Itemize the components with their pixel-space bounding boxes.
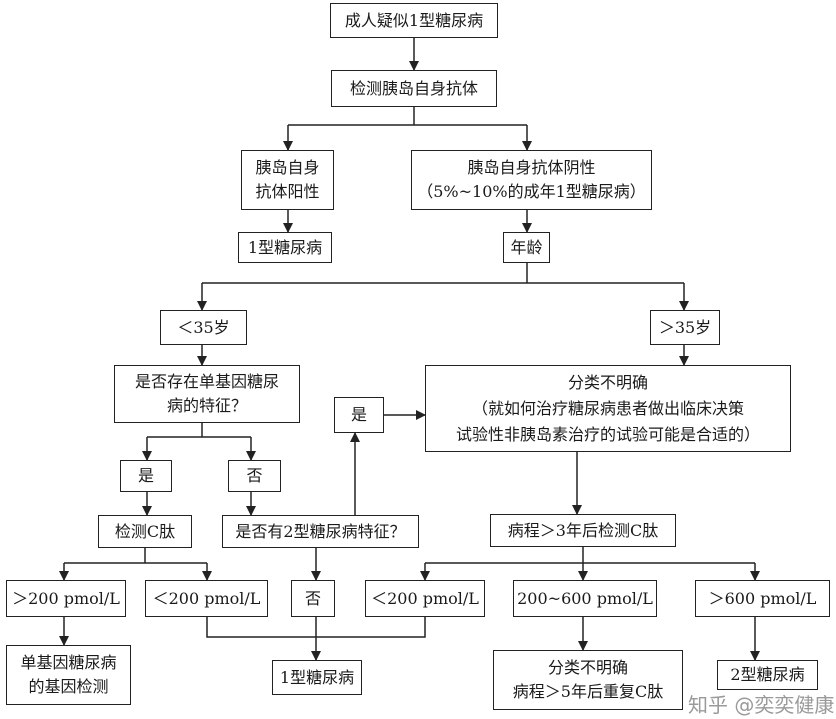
node-monogenic-question: 是否存在单基因糖尿病的特征？ bbox=[114, 365, 300, 423]
node-text: 成人疑似1型糖尿病 bbox=[344, 10, 484, 30]
node-text: 否 bbox=[246, 466, 263, 485]
node-text: 2型糖尿病 bbox=[730, 665, 805, 684]
node-t1d-a: 1型糖尿病 bbox=[238, 232, 332, 263]
node-text: 试验性非胰岛素治疗的试验可能是合适的） bbox=[455, 424, 760, 444]
node-age: 年龄 bbox=[503, 232, 550, 263]
node-text: 是否有2型糖尿病特征？ bbox=[235, 521, 406, 541]
node-text: （5%~10%的成年1型糖尿病） bbox=[417, 182, 646, 201]
node-text: ＜35岁 bbox=[177, 317, 230, 337]
node-lt200-a: ＜200 pmol/L bbox=[145, 580, 268, 617]
node-no-left: 否 bbox=[228, 460, 281, 492]
node-text: 1型糖尿病 bbox=[279, 667, 355, 687]
node-text: 200~600 pmol/L bbox=[517, 588, 653, 608]
node-no-mid: 否 bbox=[291, 580, 335, 617]
node-text: ＜200 pmol/L bbox=[152, 588, 261, 608]
node-monogenic-test: 单基因糖尿病的基因检测 bbox=[6, 645, 131, 705]
node-text: ＜200 pmol/L bbox=[371, 588, 479, 608]
node-text: 胰岛自身抗体阴性 bbox=[467, 158, 596, 177]
node-text: 否 bbox=[304, 588, 321, 608]
node-t2d: 2型糖尿病 bbox=[717, 660, 818, 690]
watermark: 知乎 @奕奕健康 bbox=[688, 693, 835, 717]
node-text: 检测C肽 bbox=[114, 521, 176, 541]
node-text: ＞200 pmol/L bbox=[12, 588, 120, 608]
node-text: 病程＞3年后检测C肽 bbox=[507, 520, 659, 540]
node-unclear-2: 分类不明确病程＞5年后重复C肽 bbox=[493, 650, 683, 710]
node-text: 分类不明确 bbox=[567, 372, 648, 392]
node-text: ＞600 pmol/L bbox=[708, 588, 817, 608]
node-age-gt35: ＞35岁 bbox=[650, 310, 720, 345]
node-t2d-question: 是否有2型糖尿病特征？ bbox=[222, 515, 419, 548]
node-text: 病程＞5年后重复C肽 bbox=[512, 682, 664, 701]
node-duration-3y: 病程＞3年后检测C肽 bbox=[490, 514, 676, 547]
node-text: 检测胰岛自身抗体 bbox=[349, 78, 478, 98]
node-antibody-positive: 胰岛自身抗体阳性 bbox=[241, 150, 334, 210]
node-yes-left: 是 bbox=[120, 460, 172, 492]
node-gt600: ＞600 pmol/L bbox=[695, 580, 830, 617]
node-test-antibody: 检测胰岛自身抗体 bbox=[331, 70, 497, 107]
node-lt200-b: ＜200 pmol/L bbox=[365, 580, 485, 617]
node-text: （就如何治疗糖尿病患者做出临床决策 bbox=[471, 398, 744, 418]
node-text: ＞35岁 bbox=[658, 317, 712, 337]
node-test-cpeptide: 检测C肽 bbox=[98, 515, 192, 548]
node-text: 是 bbox=[137, 466, 154, 485]
node-text: 年龄 bbox=[510, 237, 543, 257]
node-antibody-negative: 胰岛自身抗体阴性 （5%~10%的成年1型糖尿病） bbox=[411, 150, 652, 210]
node-text: 胰岛自身 bbox=[255, 158, 320, 177]
node-t1d-b: 1型糖尿病 bbox=[272, 660, 362, 695]
node-text: 抗体阳性 bbox=[255, 182, 320, 201]
node-text: 分类不明确 bbox=[547, 658, 628, 677]
node-text: 的基因检测 bbox=[28, 677, 109, 696]
node-text: 是 bbox=[350, 405, 367, 424]
node-gt200: ＞200 pmol/L bbox=[6, 580, 126, 617]
node-start: 成人疑似1型糖尿病 bbox=[330, 3, 498, 38]
node-unclear: 分类不明确 （就如何治疗糖尿病患者做出临床决策试验性非胰岛素治疗的试验可能是合适的… bbox=[425, 365, 791, 452]
node-text: 1型糖尿病 bbox=[247, 237, 323, 257]
node-age-lt35: ＜35岁 bbox=[160, 310, 247, 345]
node-yes-mid: 是 bbox=[334, 397, 384, 433]
node-text: 是否存在单基因糖尿 bbox=[134, 372, 279, 391]
node-text: 单基因糖尿病 bbox=[20, 653, 117, 672]
node-200-600: 200~600 pmol/L bbox=[513, 580, 657, 617]
node-text: 病的特征？ bbox=[166, 396, 247, 415]
